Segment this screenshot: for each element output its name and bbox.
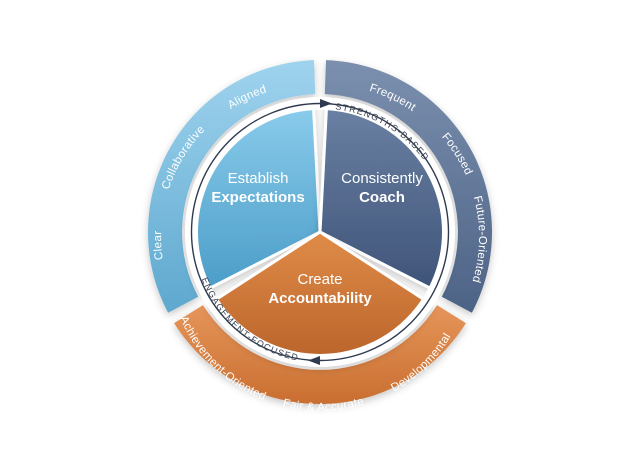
establish-title: Establish: [228, 170, 289, 187]
outer-band-accountability: [174, 305, 466, 405]
cycle-ring: [185, 97, 455, 367]
clear-label: Clear: [152, 230, 166, 260]
coach-title: Coach: [359, 189, 405, 206]
expectations-title: Expectations: [211, 189, 304, 206]
ring-arrow-top: [320, 99, 332, 108]
accountability-title: Accountability: [268, 290, 372, 307]
consistently-title: Consistently: [341, 170, 423, 187]
create-title: Create: [297, 271, 342, 288]
ring-arrow-bottom: [308, 356, 320, 365]
outer-band-coach: [324, 60, 493, 313]
outer-band-group: [147, 60, 493, 405]
outer-band-establish: [147, 60, 316, 313]
